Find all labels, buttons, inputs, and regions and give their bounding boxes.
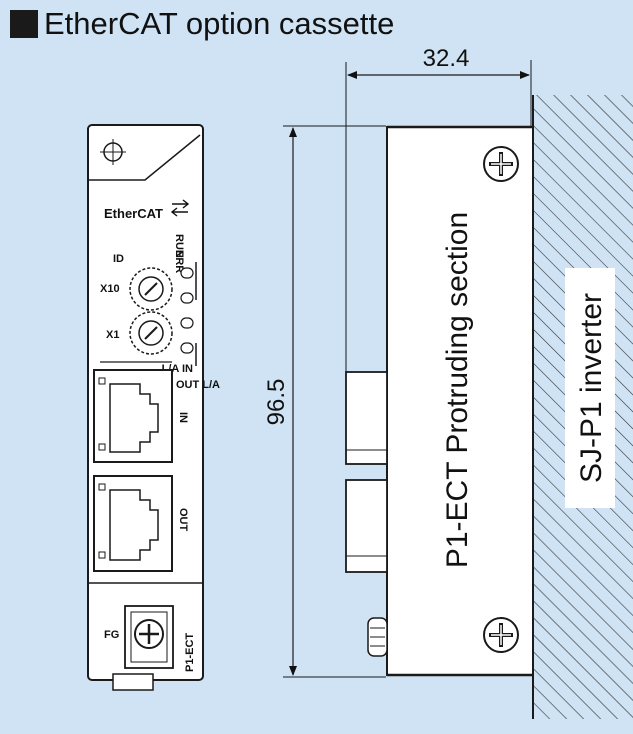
ethernet-port-out[interactable] [93,475,173,572]
width-value: 32.4 [423,45,470,72]
fg-terminal-screw[interactable] [124,605,174,669]
id-label: ID [113,253,124,265]
led-run-label: RUN [173,234,185,258]
side-fg-stub [367,617,388,657]
rotary-switch-x10[interactable] [129,267,173,311]
side-connector-in [345,371,388,465]
rotary-switch-x1[interactable] [129,311,173,355]
bottom-tab [112,673,154,691]
fg-label: FG [104,629,119,641]
x1-label: X1 [106,329,119,341]
port-out-label: OUT [177,508,189,532]
led-la-out-icon [180,342,194,354]
mounting-hole-icon [100,139,126,165]
x10-label: X10 [100,283,120,295]
led-la-in-icon [180,317,194,329]
page-title: EtherCAT option cassette [44,6,395,41]
inverter-label: SJ-P1 inverter [575,293,608,483]
protruding-body [386,126,534,676]
led-err-label: ERR [173,250,185,273]
top-screw-icon [483,146,519,182]
link-arrows-icon [170,199,190,217]
model-label: P1-ECT [184,633,196,672]
title-bar: EtherCAT option cassette [10,6,394,42]
ethernet-port-in[interactable] [93,369,173,463]
width-dimension: 32.4 [345,45,532,372]
bottom-screw-icon [483,617,519,653]
led-out-la-label: OUT L/A [176,379,220,391]
led-err-icon [180,292,194,304]
led-run-icon [180,267,194,279]
ethercat-brand: EtherCAT [104,206,163,221]
height-value: 96.5 [263,379,290,426]
front-panel: EtherCAT ID X10 X1 RUN ERR [87,124,220,691]
height-dimension: 96.5 [263,125,386,678]
side-connector-out [345,479,388,573]
title-square-icon [10,10,38,38]
protruding-label: P1-ECT Protruding section [441,212,474,568]
side-view: SJ-P1 inverter [345,95,633,719]
port-in-label: IN [177,412,189,423]
